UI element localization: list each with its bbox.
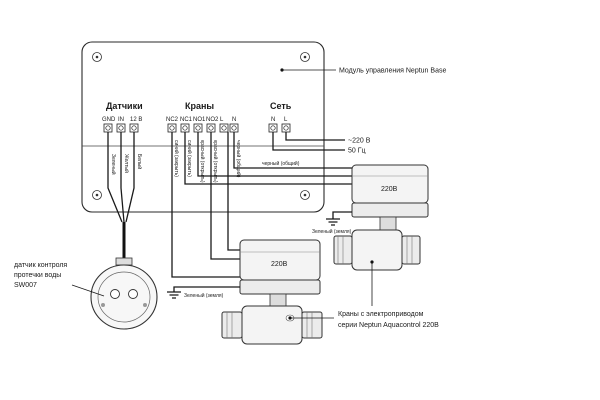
sensor-leader-line xyxy=(71,284,105,297)
terminal-label-12v: 12 В xyxy=(130,117,142,123)
terminal-screw xyxy=(129,123,139,133)
valve1-ground-label: Зеленый (земля) xyxy=(312,228,352,235)
screw-icon xyxy=(300,52,310,62)
terminal-screw xyxy=(206,123,216,133)
valve1-wire-open xyxy=(197,132,352,177)
valve-wire-label-n: черный (общий) xyxy=(235,140,242,178)
valve-wire-label-nc1: синий (закрыть) xyxy=(186,140,193,177)
network-header: Сеть xyxy=(270,101,292,111)
valve-body-icon xyxy=(221,305,323,345)
terminal-label-nc1: NC1 xyxy=(180,117,193,123)
common-wire-label: черный (общий) xyxy=(262,160,300,167)
terminal-label-no1: NO1 xyxy=(193,117,206,123)
sensors-header: Датчики xyxy=(106,101,143,111)
screw-icon xyxy=(300,190,310,200)
power-voltage: ~220 В xyxy=(348,138,371,145)
terminal-screw xyxy=(116,123,126,133)
valve-body-icon xyxy=(333,229,421,271)
valve-actuator-icon xyxy=(239,239,321,307)
valve2-pointer-dot xyxy=(288,316,292,320)
valves-label-line2: серии Neptun Aquacontrol 220В xyxy=(338,322,439,329)
terminal-label-net-n: N xyxy=(271,117,275,123)
terminal-label-gnd: GND xyxy=(102,117,116,123)
terminal-screw xyxy=(193,123,203,133)
terminal-screw xyxy=(219,123,229,133)
sensor-wire-yellow xyxy=(120,132,125,223)
valve2-ground-label: Зеленый (земля) xyxy=(184,292,224,299)
sensor-wire-label-green: Зеленый xyxy=(110,154,117,175)
power-wire-n xyxy=(272,132,345,151)
ground-icon xyxy=(326,218,340,226)
valve1-ground-wire xyxy=(332,211,352,219)
valve2-wire-common xyxy=(227,132,240,251)
valve2-unit-label: 220В xyxy=(271,261,288,268)
terminal-label-nc2: NC2 xyxy=(166,117,179,123)
sensor-wire-label-white: Белый xyxy=(136,154,143,169)
terminal-label-l: L xyxy=(220,117,224,123)
valve-wire-label-no1: красный (открыть) xyxy=(199,140,206,183)
valves-header: Краны xyxy=(185,101,214,111)
valve2-ground-wire xyxy=(173,286,240,292)
terminal-screw xyxy=(180,123,190,133)
sensor-wire-white xyxy=(125,132,135,223)
terminal-label-in: IN xyxy=(118,117,124,123)
screw-icon xyxy=(92,52,102,62)
terminal-label-no2: NO2 xyxy=(206,117,219,123)
sensor-label-line2: протечки воды xyxy=(14,272,61,279)
terminal-screw xyxy=(281,123,291,133)
screw-icon xyxy=(92,190,102,200)
valve-wire-label-nc2: синий (закрыть) xyxy=(173,140,180,177)
module-label: Модуль управления Neptun Base xyxy=(339,68,446,75)
valve2-wire-close xyxy=(171,132,240,278)
valve1-pointer-dot xyxy=(370,260,374,264)
sensor-label-line1: датчик контроля xyxy=(14,262,67,269)
sensor-wire-green xyxy=(107,132,123,223)
terminal-screw xyxy=(167,123,177,133)
terminal-label-n: N xyxy=(232,117,236,123)
power-frequency: 50 Гц xyxy=(348,148,366,155)
module-enclosure xyxy=(81,41,325,213)
leak-sensor-icon xyxy=(90,257,158,330)
valve-actuator-icon xyxy=(351,164,429,231)
valve1-unit-label: 220В xyxy=(381,186,398,193)
valve2-wire-open xyxy=(210,132,240,260)
valve1-wire-common xyxy=(233,132,352,169)
sensor-label-line3: SW007 xyxy=(14,282,37,289)
control-module xyxy=(81,41,325,213)
ground-icon xyxy=(167,291,181,299)
terminal-screw xyxy=(103,123,113,133)
valve-wire-label-no2: красный (открыть) xyxy=(212,140,219,183)
power-wire-l xyxy=(285,132,345,141)
terminal-screw xyxy=(268,123,278,133)
terminal-screw xyxy=(229,123,239,133)
valves-label-line1: Краны с электроприводом xyxy=(338,311,424,318)
valve1-wire-close xyxy=(184,132,352,185)
sensor-wire-label-yellow: Желтый xyxy=(123,154,130,173)
terminal-label-net-l: L xyxy=(284,117,288,123)
